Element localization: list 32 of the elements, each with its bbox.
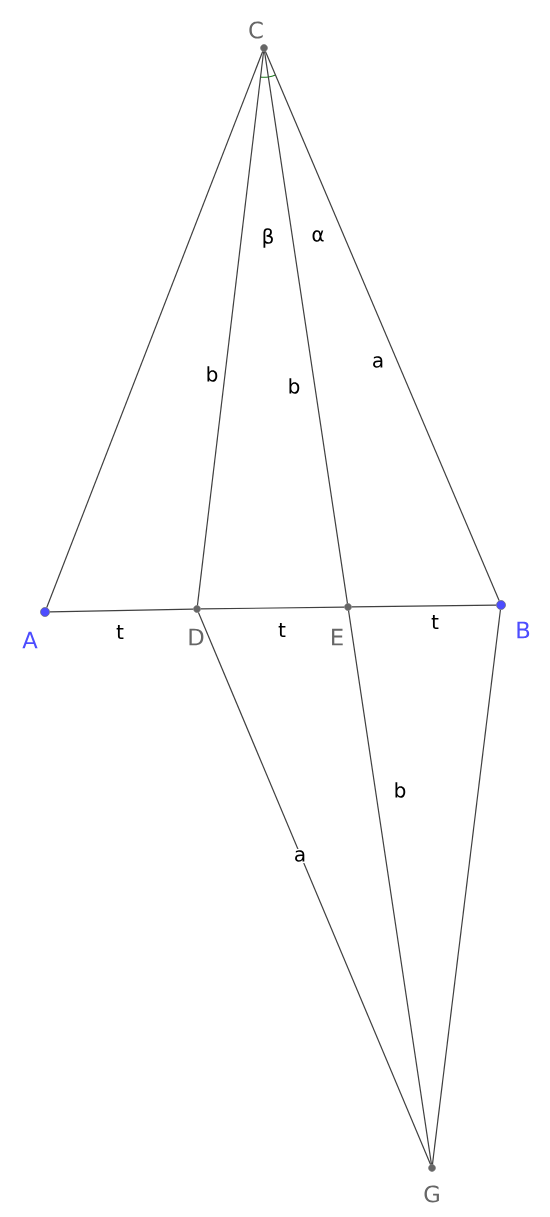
line-segment (49, 608, 194, 613)
point (40, 607, 50, 617)
line-segment (347, 610, 433, 1165)
point-label: E (332, 628, 343, 646)
edge-label: a (370, 354, 386, 370)
edge-label: b (392, 780, 408, 800)
point (260, 44, 268, 52)
line-segment (197, 611, 432, 1166)
line-segment (431, 609, 502, 1165)
edge-label: t (276, 621, 288, 639)
edge-label: t (429, 613, 441, 631)
line-segment (46, 50, 264, 609)
point (428, 1164, 436, 1172)
point-label: D (189, 628, 204, 646)
angle-label: β (263, 228, 273, 248)
point (496, 600, 506, 610)
point (193, 605, 201, 613)
angle-label: α (312, 230, 324, 242)
point-label: G (424, 1185, 439, 1203)
point-label: B (517, 621, 530, 639)
edge-label: a (292, 848, 308, 864)
line-segment (264, 50, 500, 602)
edge-label: b (286, 376, 302, 396)
point-label: A (22, 631, 38, 649)
line-segment (263, 51, 349, 604)
point (344, 603, 352, 611)
edge-label: t (114, 623, 126, 641)
line-segment (351, 604, 497, 608)
edge-label: b (204, 364, 220, 384)
point-label: C (249, 21, 263, 39)
line-segment (200, 606, 345, 610)
line-segment (196, 51, 265, 606)
